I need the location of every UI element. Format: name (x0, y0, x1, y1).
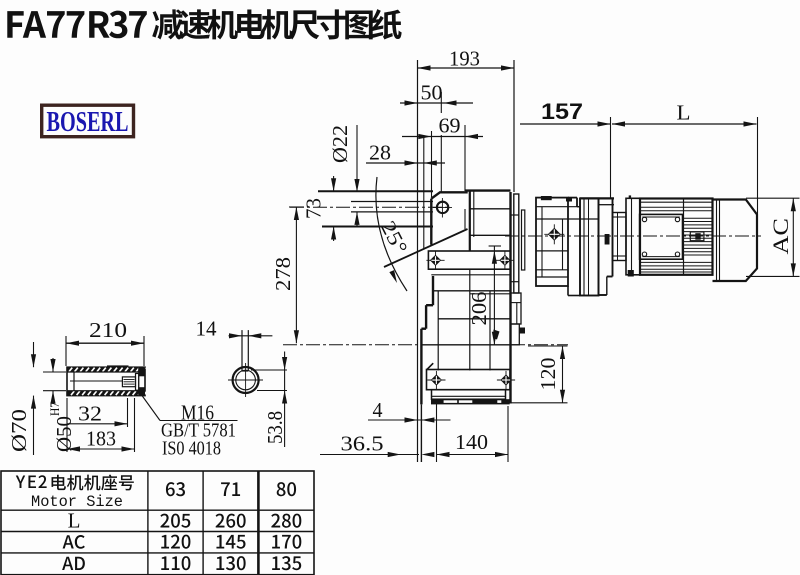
svg-text:14: 14 (196, 317, 218, 341)
svg-text:M16: M16 (181, 401, 214, 425)
svg-text:Ø50: Ø50 (52, 416, 76, 452)
svg-text:157: 157 (541, 99, 583, 124)
svg-text:50: 50 (421, 81, 443, 105)
svg-text:69: 69 (439, 114, 461, 138)
svg-text:193: 193 (449, 47, 480, 71)
svg-text:36.5: 36.5 (341, 432, 384, 456)
svg-text:28: 28 (369, 141, 391, 165)
svg-text:AC: AC (768, 218, 793, 255)
svg-text:H7: H7 (47, 402, 62, 416)
svg-text:53.8: 53.8 (263, 411, 287, 444)
svg-text:278: 278 (271, 257, 295, 291)
svg-text:183: 183 (86, 427, 116, 451)
svg-text:L: L (677, 101, 691, 125)
svg-text:120: 120 (536, 358, 560, 391)
svg-text:GB/T 5781: GB/T 5781 (161, 420, 236, 442)
svg-text:Motor Size: Motor Size (31, 493, 123, 511)
svg-text:Ø70: Ø70 (7, 409, 31, 452)
svg-text:32: 32 (78, 402, 102, 426)
svg-text:Ø22: Ø22 (328, 125, 352, 163)
svg-text:IS0 4018: IS0 4018 (162, 438, 221, 460)
svg-text:73: 73 (302, 198, 326, 219)
svg-text:4: 4 (373, 398, 383, 422)
svg-text:206: 206 (467, 292, 491, 326)
svg-text:L: L (68, 509, 81, 533)
svg-text:140: 140 (455, 430, 488, 454)
svg-text:210: 210 (89, 318, 127, 342)
svg-text:BOSERL: BOSERL (47, 107, 129, 138)
